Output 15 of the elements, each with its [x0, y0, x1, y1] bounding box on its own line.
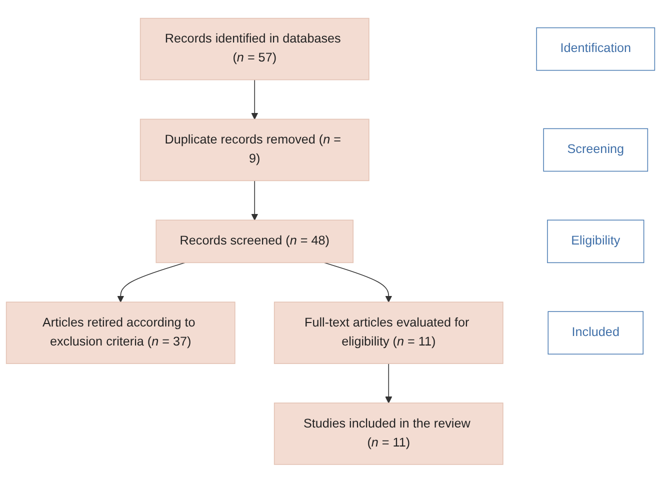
node-box: Identification: [536, 26, 656, 70]
arrow: [324, 262, 392, 302]
node-box: Studies included in the review (n = 11): [274, 402, 504, 464]
node-box: Eligibility: [547, 219, 644, 263]
arrow: [251, 79, 258, 120]
node-box: Included: [548, 310, 644, 354]
node-box: Records screened (n = 48): [156, 219, 354, 263]
node-box: Records identified in databases (n = 57): [140, 18, 370, 80]
node-box: Screening: [543, 128, 648, 172]
node-box: Duplicate records removed (n = 9): [140, 118, 370, 181]
node-box: Articles retired according to exclusion criteria (n = 37): [6, 301, 236, 364]
node-box: Full-text articles evaluated for eligibility (n = 11): [274, 301, 504, 364]
arrow: [385, 362, 392, 403]
arrow: [117, 262, 186, 302]
arrow: [251, 180, 258, 220]
